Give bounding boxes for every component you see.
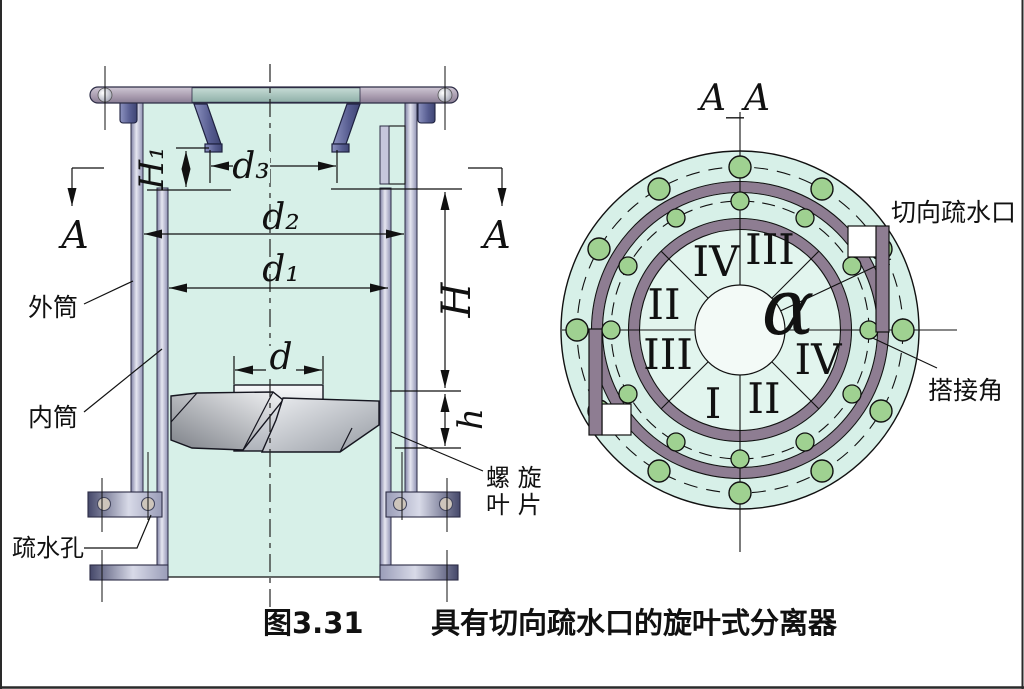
caption-number: 图3.31 — [263, 606, 364, 640]
bolt-centerlines-bottom — [101, 550, 448, 602]
spiral-vane-impeller — [170, 384, 380, 453]
overlap-leader-line — [863, 333, 938, 369]
dim-label-d1: d₁ — [262, 249, 299, 290]
dim-label-d3: d₃ — [232, 146, 269, 187]
alpha-symbol: α — [762, 263, 815, 353]
section-letter-right: A — [480, 213, 510, 257]
sector-numeral: I — [705, 379, 722, 428]
view-title-aa: A_A — [697, 78, 770, 119]
sector-numeral: III — [745, 225, 795, 274]
label-drain-holes: 疏水孔 — [12, 534, 84, 562]
section-letter-left: A — [58, 213, 88, 257]
drain-hole — [96, 496, 112, 512]
bolt-centerlines-mid — [101, 452, 448, 532]
left-view-cross-section: H₁ d₃ d₂ d₁ d H h A A 外筒 内筒 疏水孔 螺 旋 叶 片 — [12, 64, 542, 612]
dim-label-H1: H₁ — [132, 146, 172, 190]
label-inner-cylinder: 内筒 — [28, 403, 78, 432]
vessel-interior-lower — [168, 492, 380, 577]
right-view-aa-section: IV III II III I II IV α A_A 切向疏水口 搭接角 — [560, 78, 1016, 552]
caption-title: 具有切向疏水口的旋叶式分离器 — [431, 606, 838, 640]
tangential-port-left — [588, 328, 632, 436]
dim-label-d2: d₂ — [262, 197, 299, 238]
bottom-flange — [89, 564, 459, 581]
label-spiral-vane-1: 螺 旋 — [486, 464, 542, 492]
right-baffle-plate — [379, 125, 406, 185]
label-outer-cylinder: 外筒 — [28, 293, 78, 322]
drain-hole — [392, 496, 408, 512]
tangential-port-right — [847, 225, 890, 333]
part-leaders — [83, 280, 484, 549]
sector-numeral: II — [647, 280, 680, 329]
impeller-blade-left — [170, 391, 284, 451]
dim-label-H: H — [434, 281, 480, 318]
inlet-funnel — [193, 103, 361, 153]
dimensions — [67, 147, 507, 449]
top-lid — [89, 86, 459, 104]
inner-bolt-dots — [601, 191, 879, 469]
sector-numerals: IV III II III I II IV — [643, 225, 842, 428]
dim-label-d: d — [269, 337, 292, 378]
label-spiral-vane-2: 叶 片 — [486, 491, 542, 519]
label-tangential-drain: 切向疏水口 — [891, 198, 1016, 227]
center-hub-circle — [694, 284, 786, 376]
sector-numeral: IV — [693, 237, 741, 286]
drain-hole — [438, 496, 454, 512]
sector-numeral: II — [747, 374, 780, 423]
label-overlap-angle: 搭接角 — [928, 376, 1003, 405]
drain-flange — [87, 491, 461, 518]
sector-numeral: III — [643, 330, 693, 379]
figure-caption: 图3.31 具有切向疏水口的旋叶式分离器 — [263, 606, 838, 640]
sector-numeral: IV — [795, 335, 843, 384]
dim-label-h: h — [451, 408, 491, 430]
bolt-centerlines-top — [104, 66, 446, 130]
